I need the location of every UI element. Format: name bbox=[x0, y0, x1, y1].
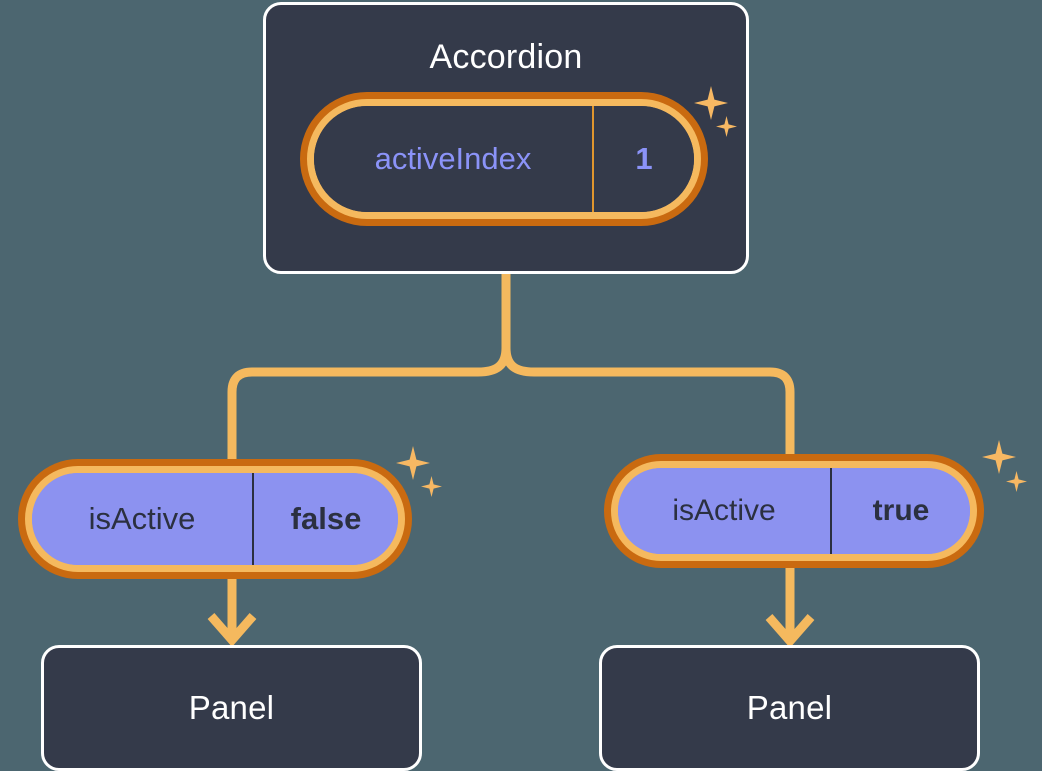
prop-value-label-right: true bbox=[872, 494, 930, 527]
prop-pill-isactive-left[interactable]: isActive false bbox=[25, 466, 405, 572]
state-key-label: activeIndex bbox=[314, 106, 594, 212]
prop-key-label-right: isActive bbox=[618, 468, 832, 554]
arrowhead-right bbox=[765, 614, 815, 648]
sparkle-star-icon bbox=[396, 446, 430, 480]
component-title-panel-left: Panel bbox=[188, 689, 275, 726]
sparkle-star-small-icon bbox=[421, 476, 442, 497]
prop-pill-inner-left: isActive false bbox=[32, 473, 398, 565]
state-value-label: 1 bbox=[635, 141, 653, 176]
sparkle-star-icon bbox=[982, 440, 1016, 474]
component-card-panel-right[interactable]: Panel bbox=[599, 645, 980, 771]
prop-pill-inner-right: isActive true bbox=[618, 468, 970, 554]
component-title-panel-right: Panel bbox=[746, 689, 833, 726]
prop-pill-isactive-right[interactable]: isActive true bbox=[611, 461, 977, 561]
component-title-accordion: Accordion bbox=[429, 38, 583, 76]
state-pill-inner: activeIndex 1 bbox=[314, 106, 694, 212]
state-pill-activeindex[interactable]: activeIndex 1 bbox=[307, 99, 701, 219]
prop-value-label-left: false bbox=[290, 501, 362, 536]
sparkle-star-small-icon bbox=[1006, 471, 1027, 492]
component-card-panel-left[interactable]: Panel bbox=[41, 645, 422, 771]
edge-trunk-to-branches bbox=[227, 274, 795, 470]
arrowhead-left bbox=[207, 613, 257, 647]
prop-key-label-left: isActive bbox=[32, 473, 254, 565]
